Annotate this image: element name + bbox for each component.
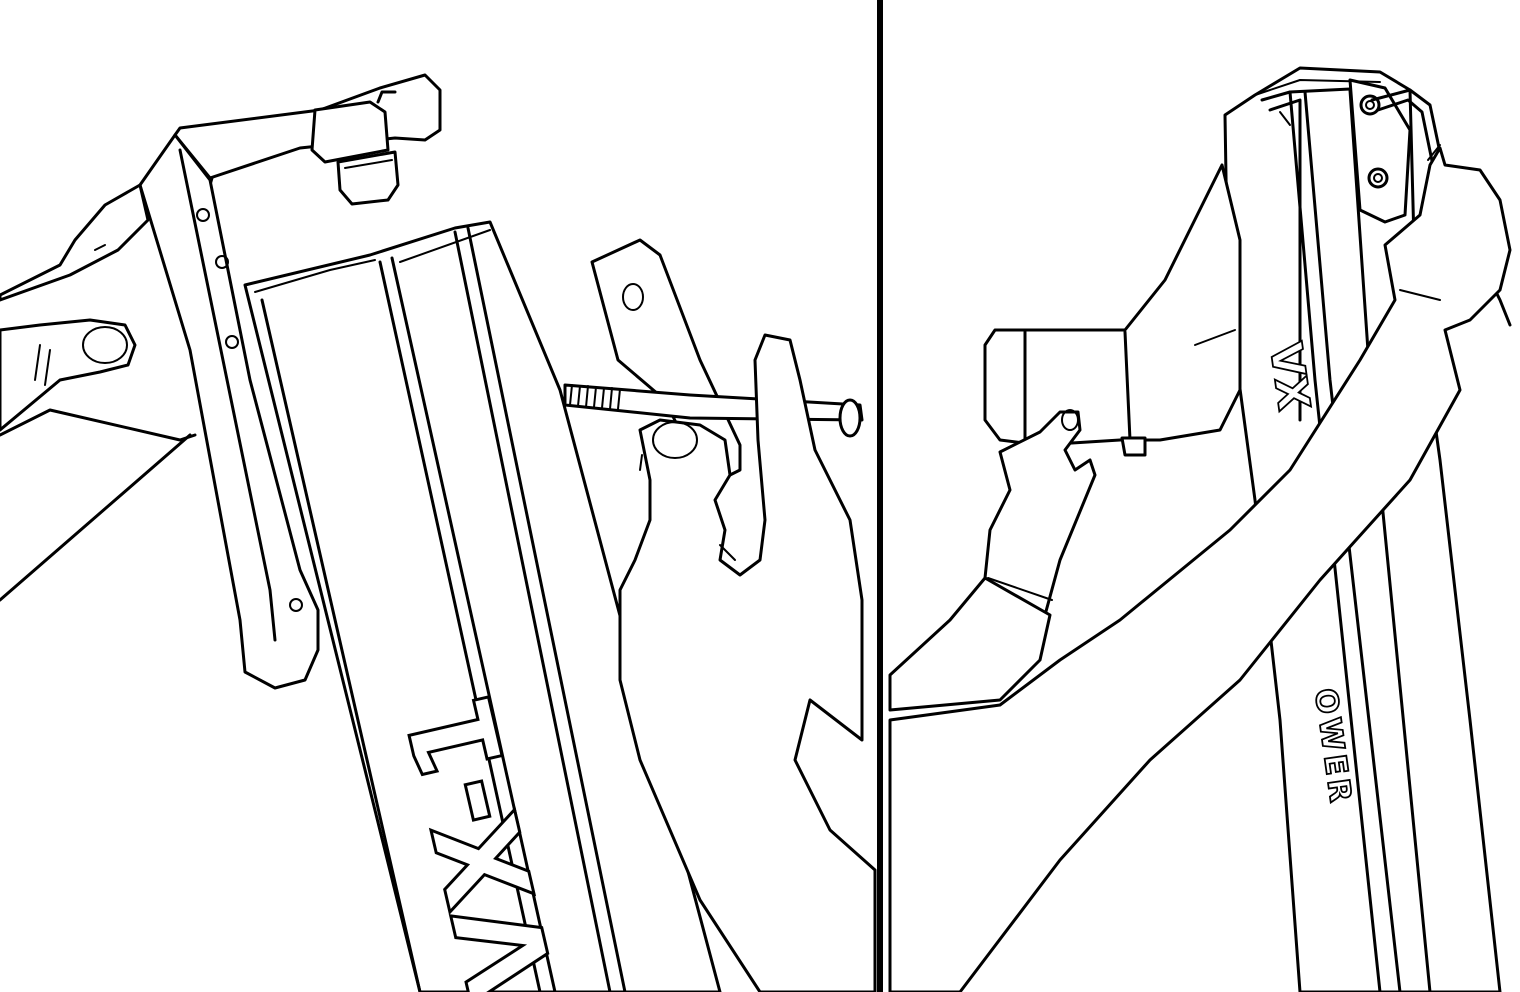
top-bracket [173,73,442,206]
left-hand-upper [0,183,197,602]
rail-bar [243,220,722,992]
right-product-label: VX [1258,339,1320,415]
upper-arm [888,144,1512,992]
side-plate [138,133,320,690]
lower-hand [888,409,1097,712]
left-panel: VX-1 [0,73,877,992]
small-bracket [590,238,742,482]
handle-grip [983,163,1242,457]
vx-label: VX [1259,339,1319,413]
right-panel: VX OWER [888,66,1512,992]
right-hand-left-panel [618,333,877,992]
